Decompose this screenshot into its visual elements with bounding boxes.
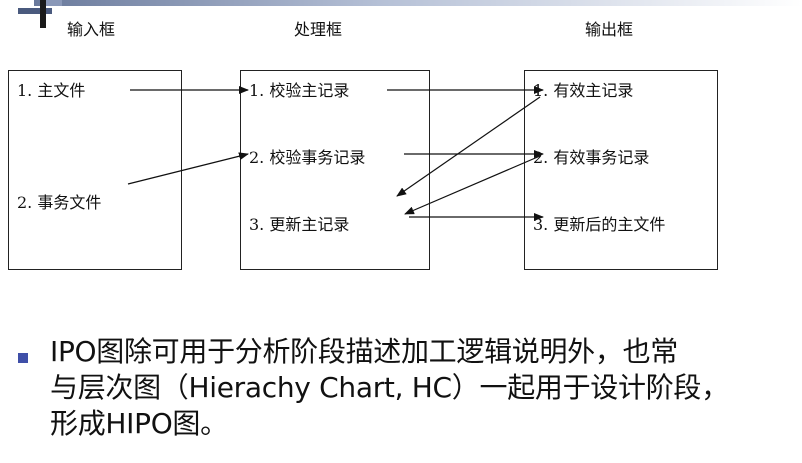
bullet-paragraph: IPO图除可用于分析阶段描述加工逻辑说明外，也常 与层次图（Hierachy C…	[50, 335, 729, 440]
output-item-valid-transaction: 2. 有效事务记录	[533, 148, 650, 167]
corner-cross-decoration	[18, 0, 62, 28]
bullet-square-icon	[18, 353, 28, 363]
process-item-verify-master: 1. 校验主记录	[249, 81, 350, 100]
output-column-title: 输出框	[585, 20, 634, 39]
process-item-update-master: 3. 更新主记录	[249, 215, 350, 234]
output-item-valid-master: 1. 有效主记录	[533, 81, 634, 100]
input-item-transaction-file: 2. 事务文件	[17, 193, 102, 212]
input-column-title: 输入框	[67, 20, 116, 39]
process-item-verify-transaction: 2. 校验事务记录	[249, 148, 366, 167]
output-box	[524, 70, 718, 270]
process-column-title: 处理框	[294, 20, 343, 39]
output-item-updated-master-file: 3. 更新后的主文件	[533, 215, 666, 234]
input-item-main-file: 1. 主文件	[17, 81, 86, 100]
title-bar-gradient	[34, 0, 802, 6]
